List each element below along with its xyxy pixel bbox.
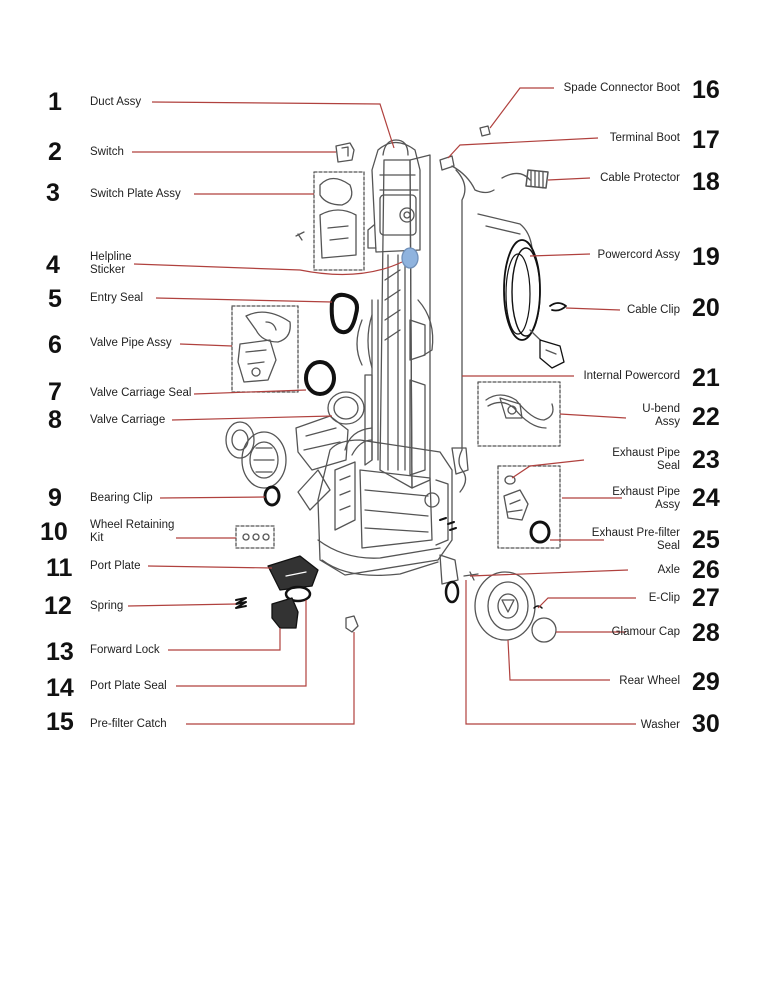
part-number-7: 7 [48, 378, 62, 406]
part-label-26: Axle [657, 564, 680, 576]
part-number-27: 27 [692, 584, 720, 612]
part-number-13: 13 [46, 638, 74, 666]
part-number-8: 8 [48, 406, 62, 434]
part-label-1: Duct Assy [90, 96, 142, 108]
part-label-28: Glamour Cap [611, 626, 680, 638]
part-label-24: Exhaust Pipe Assy [612, 486, 680, 511]
part-label-5: Entry Seal [90, 292, 144, 304]
part-label-3: Switch Plate Assy [90, 188, 181, 200]
part-label-21: Internal Powercord [583, 370, 680, 382]
part-number-3: 3 [46, 179, 60, 207]
part-label-22: U-bend Assy [642, 403, 680, 428]
part-number-5: 5 [48, 285, 62, 313]
part-label-15: Pre-filter Catch [90, 718, 167, 730]
part-number-9: 9 [48, 484, 62, 512]
part-number-18: 18 [692, 168, 720, 196]
part-number-2: 2 [48, 138, 62, 166]
part-label-12: Spring [90, 600, 124, 612]
part-number-1: 1 [48, 88, 62, 116]
part-label-11: Port Plate [90, 560, 141, 572]
part-label-20: Cable Clip [626, 304, 680, 316]
part-number-6: 6 [48, 331, 62, 359]
part-label-13: Forward Lock [90, 644, 160, 656]
part-number-28: 28 [692, 619, 720, 647]
part-number-24: 24 [692, 484, 720, 512]
part-label-16: Spade Connector Boot [563, 82, 680, 94]
vacuum-body-drawing [317, 139, 459, 585]
part-label-27: E-Clip [648, 592, 680, 604]
leader-lines [127, 87, 636, 725]
part-label-30: Washer [640, 719, 680, 731]
part-number-21: 21 [692, 364, 720, 392]
part-label-10: Wheel Retaining Kit [90, 519, 175, 544]
part-number-23: 23 [692, 446, 720, 474]
part-number-19: 19 [692, 243, 720, 271]
part-number-10: 10 [40, 518, 68, 546]
part-label-18: Cable Protector [600, 172, 680, 184]
part-number-29: 29 [692, 668, 720, 696]
part-number-17: 17 [692, 126, 720, 154]
part-number-11: 11 [46, 554, 73, 582]
part-label-4: Helpline Sticker [90, 251, 132, 276]
part-number-14: 14 [46, 674, 74, 702]
part-number-20: 20 [692, 294, 720, 322]
part-number-25: 25 [692, 526, 720, 554]
part-number-16: 16 [692, 76, 720, 104]
part-label-7: Valve Carriage Seal [90, 387, 192, 399]
part-label-14: Port Plate Seal [90, 680, 167, 692]
part-label-8: Valve Carriage [90, 414, 166, 426]
part-number-30: 30 [692, 710, 720, 738]
part-number-15: 15 [46, 708, 74, 736]
part-number-4: 4 [46, 251, 60, 279]
part-number-12: 12 [44, 592, 72, 620]
part-label-17: Terminal Boot [609, 132, 680, 144]
part-number-22: 22 [692, 403, 720, 431]
part-label-23: Exhaust Pipe Seal [612, 447, 680, 472]
part-label-29: Rear Wheel [619, 675, 680, 687]
part-label-19: Powercord Assy [597, 249, 680, 261]
part-label-9: Bearing Clip [90, 492, 153, 504]
part-label-25: Exhaust Pre-filter Seal [591, 527, 680, 552]
part-number-26: 26 [692, 556, 720, 584]
part-label-2: Switch [90, 146, 124, 158]
part-label-6: Valve Pipe Assy [90, 337, 172, 349]
